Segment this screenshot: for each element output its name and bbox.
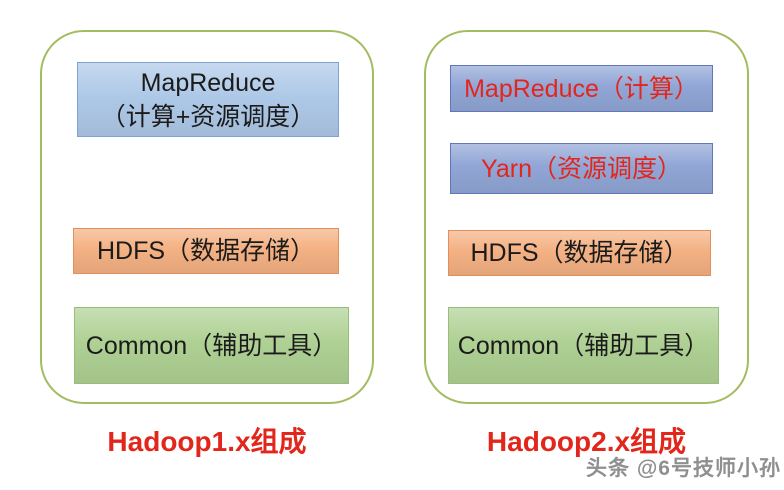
hadoop1x-caption: Hadoop1.x组成 xyxy=(107,426,307,457)
yarn-2x-box-label: Yarn（资源调度） xyxy=(481,154,682,183)
common-2x-box: Common（辅助工具） xyxy=(448,307,719,384)
hadoop2x-panel: MapReduce（计算） Yarn（资源调度） HDFS（数据存储） Comm… xyxy=(424,30,749,404)
common-1x-box: Common（辅助工具） xyxy=(74,307,349,384)
hdfs-1x-box-label: HDFS（数据存储） xyxy=(96,237,316,265)
mapreduce-2x-box-label: MapReduce（计算） xyxy=(464,74,699,103)
toutiao-watermark: 头条 @6号技师小孙 xyxy=(586,457,781,480)
mapreduce-1x-box-title: MapReduce xyxy=(140,68,276,97)
hdfs-2x-box: HDFS（数据存储） xyxy=(448,230,711,276)
hdfs-1x-box: HDFS（数据存储） xyxy=(73,228,339,274)
hdfs-2x-box-label: HDFS（数据存储） xyxy=(470,239,689,267)
mapreduce-2x-box: MapReduce（计算） xyxy=(450,65,713,112)
common-1x-box-label: Common（辅助工具） xyxy=(85,331,338,360)
yarn-2x-box: Yarn（资源调度） xyxy=(450,143,713,194)
mapreduce-1x-box: MapReduce （计算+资源调度） xyxy=(77,62,339,137)
mapreduce-1x-box-subtitle: （计算+资源调度） xyxy=(100,102,316,131)
common-2x-box-label: Common（辅助工具） xyxy=(457,331,710,360)
hadoop1x-panel: MapReduce （计算+资源调度） HDFS（数据存储） Common（辅助… xyxy=(40,30,374,404)
hadoop2x-caption: Hadoop2.x组成 xyxy=(486,426,687,457)
